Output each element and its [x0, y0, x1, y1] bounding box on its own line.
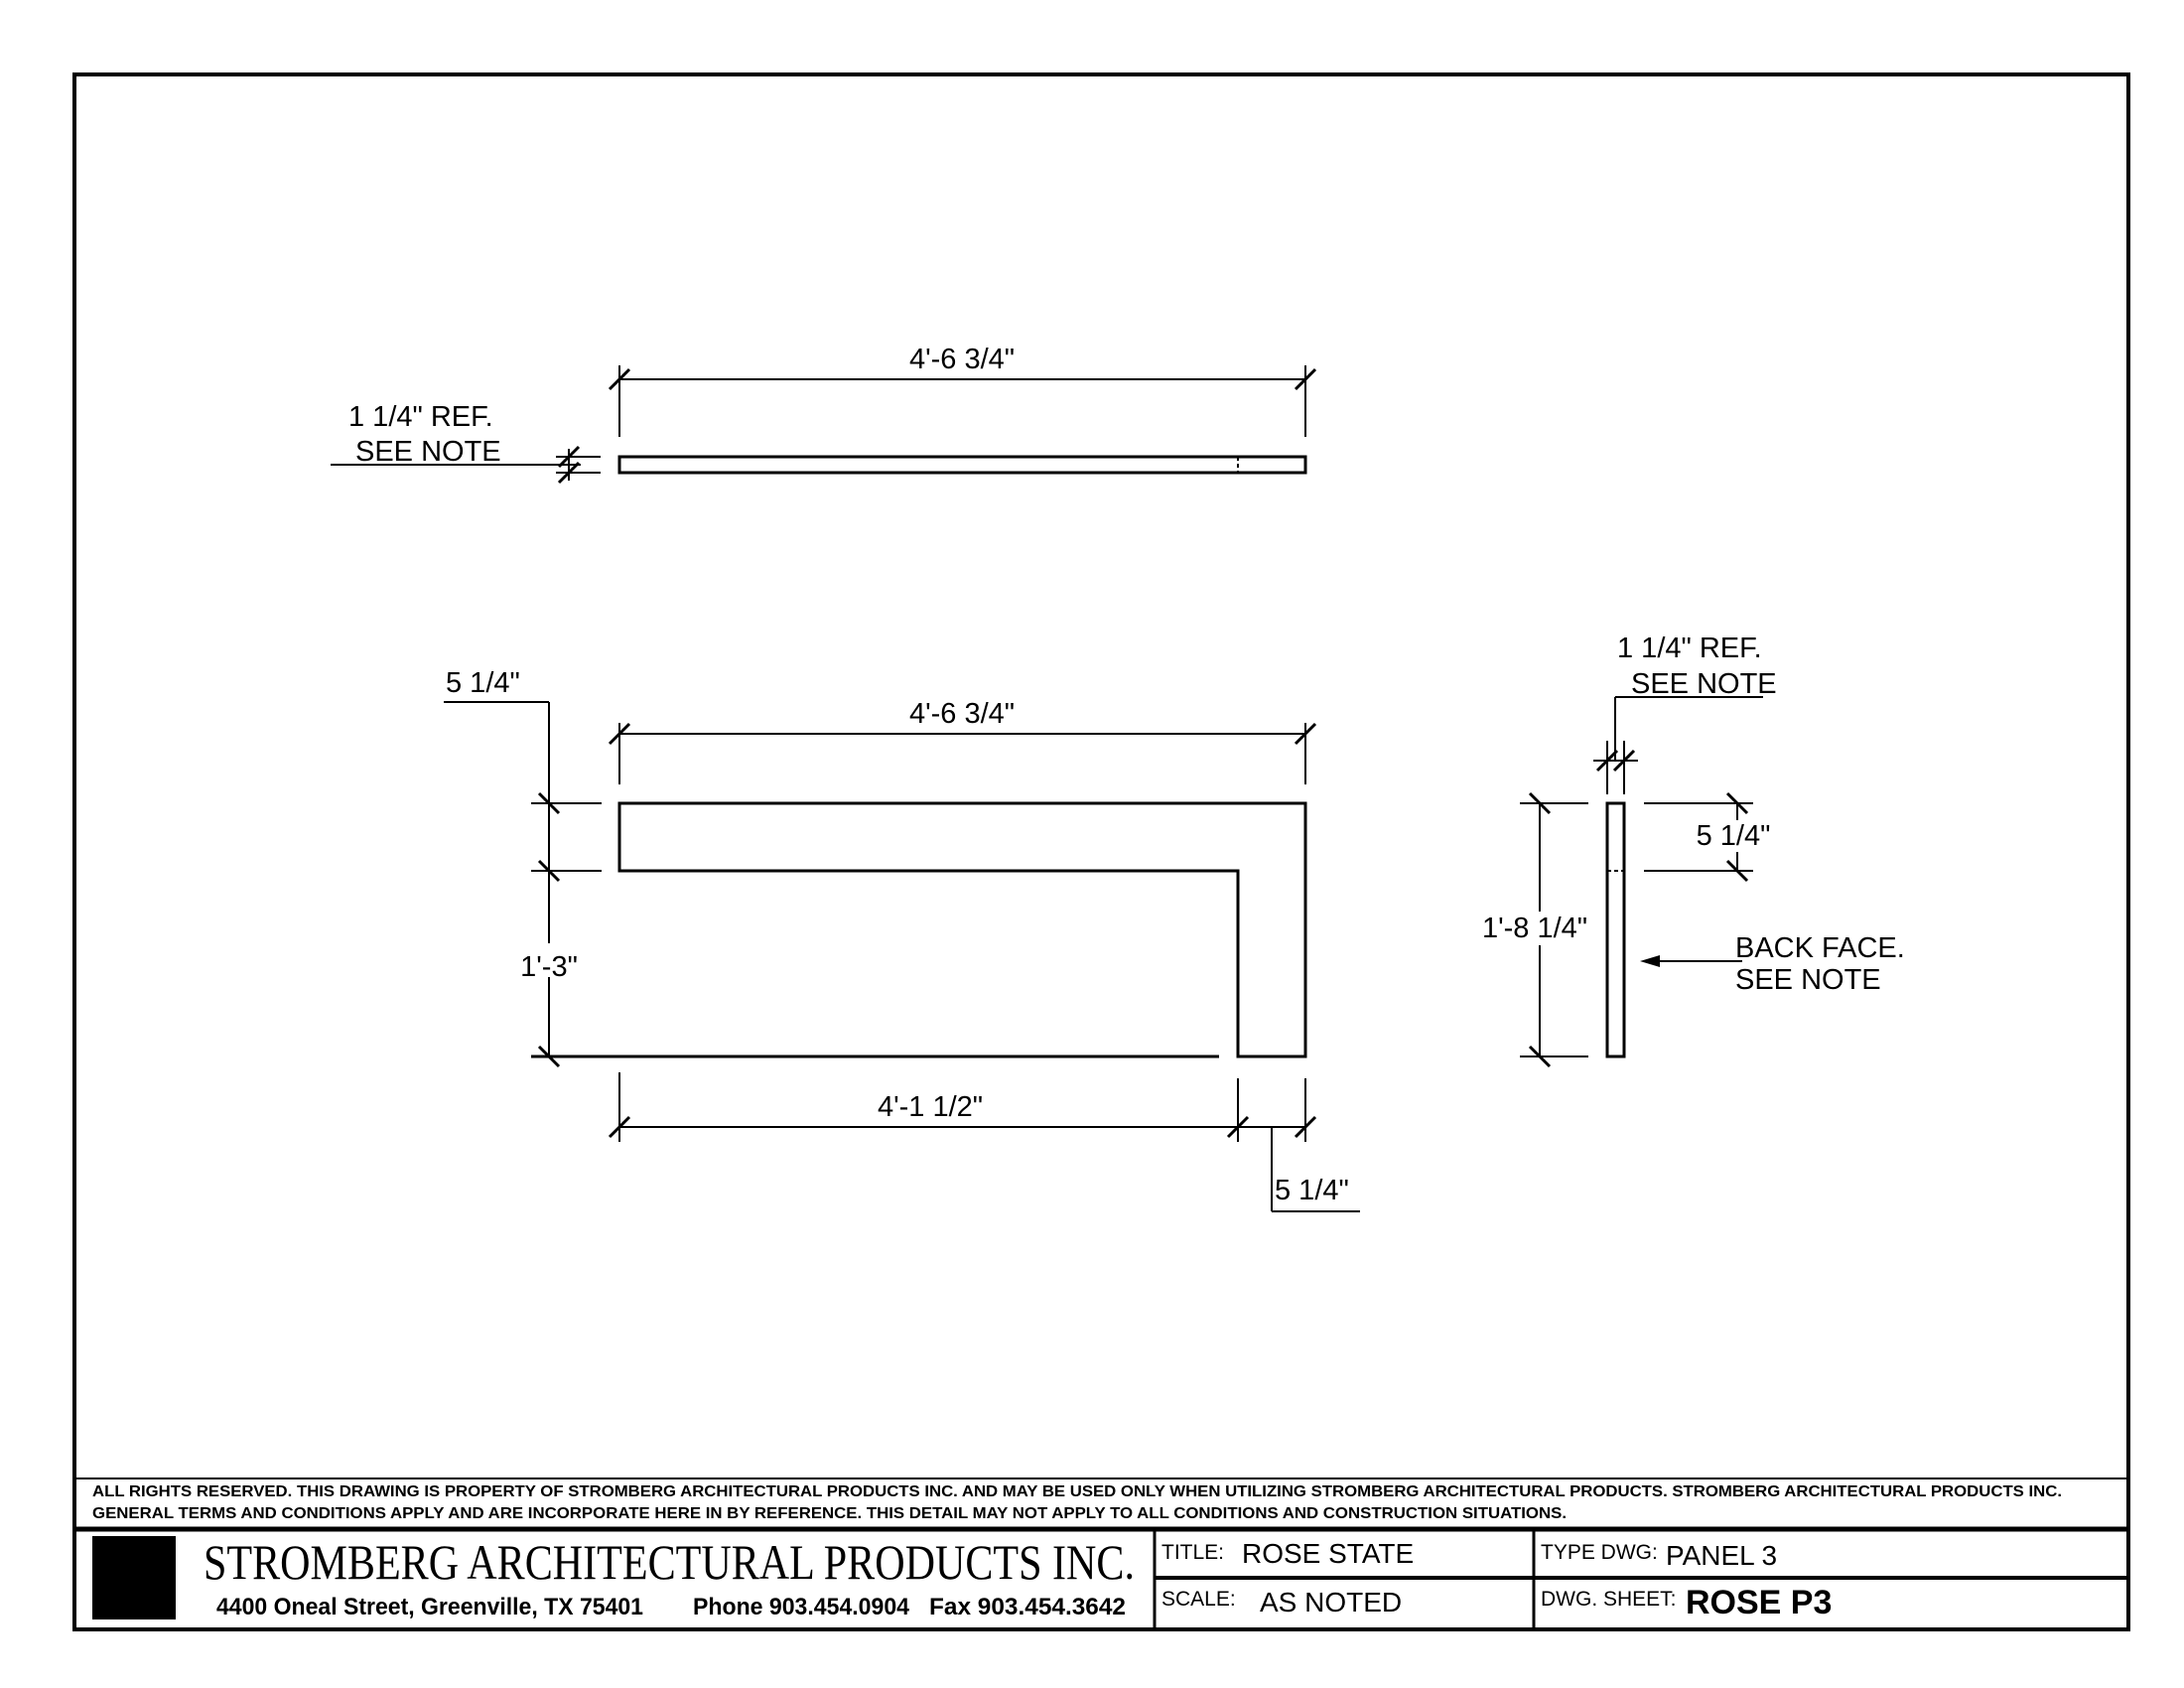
title-block: STROMBERG ARCHITECTURAL PRODUCTS INC. 44…: [74, 1526, 2128, 1629]
company-name: STROMBERG ARCHITECTURAL PRODUCTS INC.: [204, 1534, 1135, 1590]
top-panel-outline: [617, 455, 1307, 475]
scale-value: AS NOTED: [1260, 1587, 1402, 1618]
company-address: 4400 Oneal Street, Greenville, TX 75401: [216, 1594, 643, 1620]
front-length-dimension: 4'-6 3/4": [909, 698, 1015, 730]
side-leg-height-dimension: 5 1/4": [1697, 820, 1771, 852]
dwg-sheet-label: DWG. SHEET:: [1541, 1588, 1677, 1611]
top-leg-height-dimension: 5 1/4": [446, 667, 520, 699]
dwg-sheet-value: ROSE P3: [1686, 1584, 1832, 1621]
type-dwg-label: TYPE DWG:: [1541, 1541, 1658, 1564]
title-value: ROSE STATE: [1242, 1538, 1414, 1569]
company-fax: Fax 903.454.3642: [929, 1594, 1126, 1620]
side-panel-outline: [1605, 801, 1626, 1058]
company-logo-block: [92, 1536, 176, 1619]
back-face-note: SEE NOTE: [1735, 964, 1881, 996]
rights-note-line1: ALL RIGHTS RESERVED. THIS DRAWING IS PRO…: [92, 1483, 2062, 1500]
top-view: 4'-6 3/4" 1 1/4" REF. SEE NOTE: [331, 344, 1317, 485]
rights-note-line2: GENERAL TERMS AND CONDITIONS APPLY AND A…: [92, 1505, 1567, 1522]
title-label: TITLE:: [1161, 1541, 1224, 1564]
back-face-label: BACK FACE.: [1735, 932, 1905, 964]
sheet-border: [72, 72, 2130, 1631]
scale-label: SCALE:: [1161, 1588, 1236, 1611]
side-thickness-note: SEE NOTE: [1631, 668, 1777, 700]
top-length-dimension: 4'-6 3/4": [909, 344, 1015, 375]
overall-height-dimension: 1'-3": [520, 951, 578, 983]
top-thickness-label: 1 1/4" REF.: [348, 401, 493, 433]
side-thickness-label: 1 1/4" REF.: [1617, 633, 1762, 664]
type-dwg-value: PANEL 3: [1666, 1540, 1777, 1571]
right-leg-width-dimension: 5 1/4": [1275, 1175, 1349, 1206]
company-phone: Phone 903.454.0904: [693, 1594, 910, 1620]
front-view: 4'-6 3/4" 5 1/4" 1'-3" 4'-1 1/2" 5 1/4": [444, 667, 1360, 1212]
side-view: 1'-8 1/4" 5 1/4" BACK FACE. SEE NOTE 1 1…: [1475, 633, 1905, 1068]
front-panel-outline: [617, 801, 1307, 1058]
top-thickness-note: SEE NOTE: [355, 436, 501, 468]
bottom-length-dimension: 4'-1 1/2": [878, 1091, 983, 1123]
side-height-dimension: 1'-8 1/4": [1482, 913, 1587, 944]
